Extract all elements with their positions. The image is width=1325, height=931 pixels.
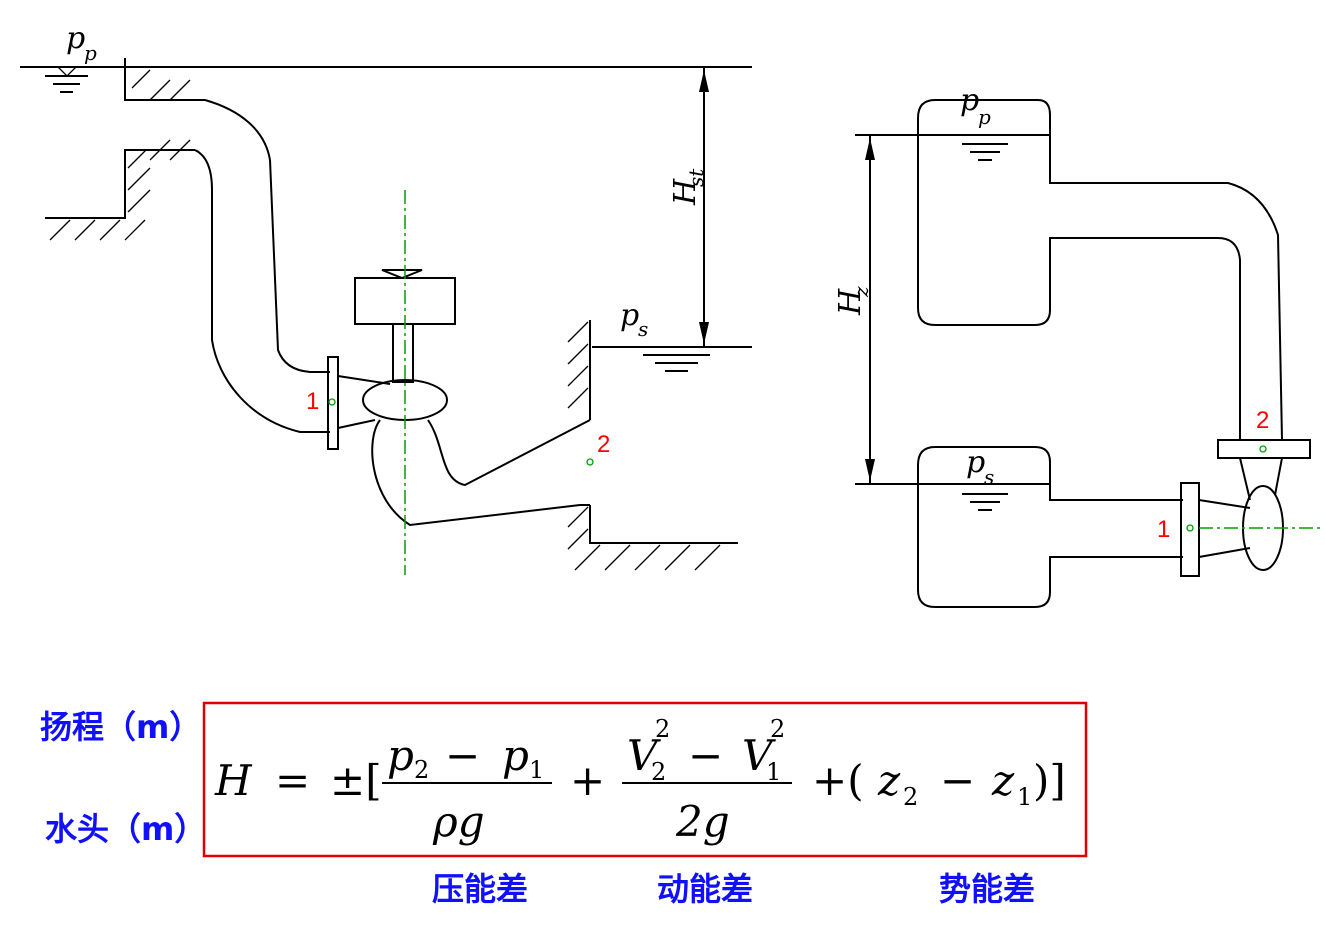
- motor-cap: [381, 269, 423, 280]
- formula-v1-sup: 2: [770, 715, 785, 743]
- left-ps-label: p: [620, 298, 639, 333]
- formula-z2-sub: 2: [903, 783, 918, 811]
- pressure-term-label: 压能差: [432, 870, 528, 908]
- upper-water-symbol: [45, 66, 88, 93]
- right-outlet-reducer: [1239, 457, 1283, 501]
- formula-p2-sub: 2: [414, 756, 429, 784]
- lower-tank-top: [935, 446, 1183, 501]
- formula-2g: 2g: [675, 797, 730, 846]
- lower-wall-hatch: [567, 321, 721, 571]
- kinetic-term-label: 动能差: [657, 870, 753, 908]
- formula-box: [202, 701, 1088, 858]
- left-pump-installation: p p p s H st 1 2: [20, 21, 752, 575]
- hst-arrow-top: [699, 70, 709, 92]
- right-pp-label: p: [960, 83, 979, 118]
- suction-pipe-outer: [371, 419, 590, 527]
- right-inlet-reducer: [1198, 499, 1251, 558]
- right-lower-water-symbol: [962, 493, 1008, 511]
- right-upper-water-symbol: [962, 143, 1008, 161]
- formula-v2-sub: 2: [651, 758, 666, 786]
- hst-arrow-bottom: [699, 322, 709, 344]
- left-point1-marker: [328, 398, 336, 406]
- right-outlet-flange: [1217, 439, 1311, 459]
- hz-label: H z: [833, 286, 873, 316]
- right-point2-label: 2: [1256, 407, 1269, 434]
- formula-minus3: −: [940, 756, 975, 805]
- left-pp-label: p: [66, 21, 85, 56]
- hst-subscript: st: [684, 168, 708, 187]
- formula-H: H: [214, 756, 253, 805]
- formula-p1: p: [502, 731, 529, 780]
- suction-pipe-inner: [427, 419, 591, 487]
- hst-label: H st: [668, 168, 708, 206]
- formula-plus1: +: [570, 756, 605, 805]
- upper-tank-and-inner-pipe: [917, 99, 1241, 440]
- right-pp-subscript: p: [978, 105, 991, 129]
- lower-tank-body: [917, 446, 1183, 608]
- formula-equals: =: [275, 756, 310, 805]
- formula-pm-bracket: ±[: [330, 756, 382, 805]
- formula-z2: z: [877, 756, 901, 805]
- discharge-pipe-outer: [185, 99, 330, 373]
- formula-close: )]: [1033, 756, 1066, 805]
- formula-v2: V: [627, 731, 661, 780]
- left-point2-marker: [586, 458, 594, 466]
- discharge-pipe-inner: [194, 149, 330, 433]
- formula-minus2: −: [688, 731, 723, 780]
- left-flange: [327, 356, 339, 450]
- motor-shaft: [392, 323, 414, 383]
- right-point1-label: 1: [1157, 516, 1170, 543]
- formula-p1-sub: 1: [529, 756, 544, 784]
- right-point2-marker: [1259, 445, 1267, 453]
- formula-z1-sub: 1: [1017, 783, 1032, 811]
- head-water-label: 水头（m）: [45, 810, 206, 848]
- lower-water-symbol: [643, 354, 710, 372]
- formula-plus2-paren: +(: [812, 756, 864, 805]
- potential-term-label: 势能差: [939, 870, 1035, 908]
- upper-wall-top: [124, 58, 185, 101]
- hz-arrow-top: [865, 138, 875, 160]
- right-pump-installation: p p p s H z 1 2: [833, 83, 1322, 608]
- formula-z1: z: [991, 756, 1015, 805]
- formula-v1-sub: 1: [766, 758, 781, 786]
- hz-subscript: z: [849, 286, 873, 298]
- left-pp-subscript: p: [84, 41, 97, 65]
- formula-rhog: ρg: [432, 797, 485, 846]
- hz-symbol: H: [833, 288, 868, 316]
- upper-wall-bottom: [45, 149, 195, 219]
- left-point1-label: 1: [306, 388, 319, 415]
- left-point2-label: 2: [597, 431, 610, 458]
- left-ps-subscript: s: [638, 317, 648, 341]
- head-formula: H = ±[ p 2 − p 1 ρg + V 2 2 − V 1 2 2g +…: [214, 715, 1066, 846]
- formula-v1: V: [742, 731, 776, 780]
- formula-p2: p: [387, 731, 414, 780]
- head-lift-label: 扬程（m）: [40, 708, 201, 746]
- formula-minus1: −: [445, 731, 480, 780]
- right-inlet-flange: [1180, 482, 1200, 577]
- upper-wall-hatch: [49, 69, 191, 241]
- hst-symbol: H: [668, 178, 703, 206]
- right-ps-subscript: s: [984, 465, 994, 489]
- lower-wall-lower: [589, 505, 738, 544]
- right-point1-marker: [1186, 524, 1194, 532]
- formula-v2-sup: 2: [655, 715, 670, 743]
- upper-tank-and-outer-pipe: [935, 99, 1283, 441]
- right-ps-label: p: [966, 445, 985, 480]
- hz-arrow-bottom: [865, 459, 875, 481]
